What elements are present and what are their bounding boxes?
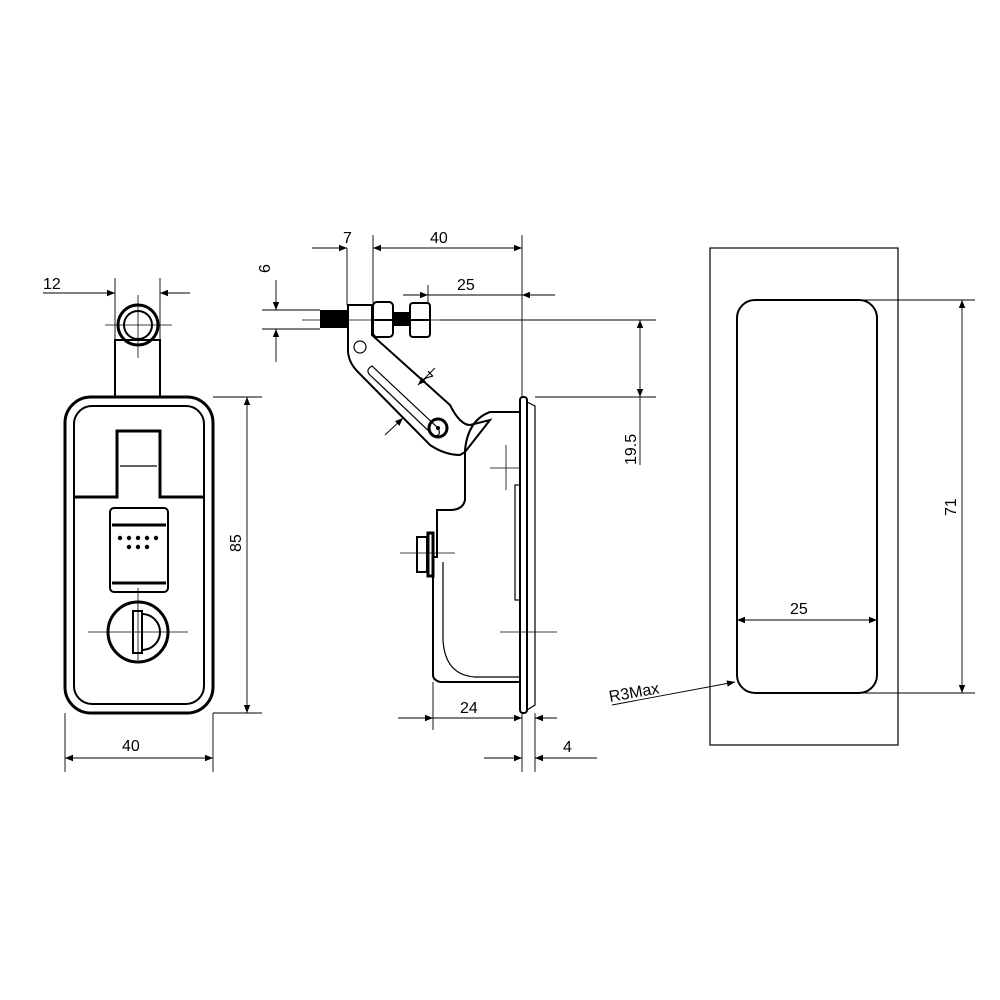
side-nut xyxy=(400,531,455,578)
dimension-stud-height: 19.5 xyxy=(440,319,656,465)
dimension-cutout-height: 71 xyxy=(860,299,975,694)
cutout xyxy=(736,299,878,694)
dim-label: 71 xyxy=(943,498,960,516)
dim-label: 40 xyxy=(122,738,140,755)
dim-label: R3Max xyxy=(608,680,661,706)
dimension-nut-to-flange: 25 xyxy=(403,277,555,303)
dimension-stud-to-flange: 40 xyxy=(373,230,523,397)
dim-label: 40 xyxy=(430,230,448,247)
stud-bolt xyxy=(302,301,440,338)
panel xyxy=(709,247,899,746)
dimension-flange-thickness: 4 xyxy=(484,713,597,772)
housing-inner xyxy=(73,405,205,705)
dimension-stud-diameter: 6 xyxy=(257,264,320,362)
dim-label: 85 xyxy=(228,534,245,552)
dim-label: 19.5 xyxy=(623,434,640,465)
housing-body xyxy=(432,411,520,683)
cutout-view: 71 25 R3Max xyxy=(608,247,975,746)
corner-radius-callout: R3Max xyxy=(608,680,736,706)
dimension-stud-offset: 7 xyxy=(312,230,402,305)
dim-label: 12 xyxy=(43,276,61,293)
dim-label: 6 xyxy=(257,264,274,273)
dim-label: 25 xyxy=(790,601,808,618)
dimension-width: 40 xyxy=(64,713,214,772)
dim-label: 7 xyxy=(343,230,352,247)
dimension-cutout-width: 25 xyxy=(737,601,877,624)
flange xyxy=(519,396,528,714)
dim-label: 25 xyxy=(457,277,475,294)
lock-cylinder xyxy=(88,588,188,664)
housing-outer xyxy=(63,395,215,715)
dim-label: 24 xyxy=(460,700,478,717)
tab xyxy=(114,339,161,398)
side-view: 7 40 6 25 7 xyxy=(257,230,656,772)
dimension-height: 85 xyxy=(213,396,262,714)
dimension-body-depth: 24 xyxy=(398,682,557,772)
push-button xyxy=(109,507,169,593)
lever-arm xyxy=(347,304,493,457)
front-view: 12 85 40 xyxy=(43,276,262,772)
dim-label: 4 xyxy=(563,739,572,756)
handle-step xyxy=(75,429,203,499)
dimension-tab-width: 12 xyxy=(43,276,190,340)
